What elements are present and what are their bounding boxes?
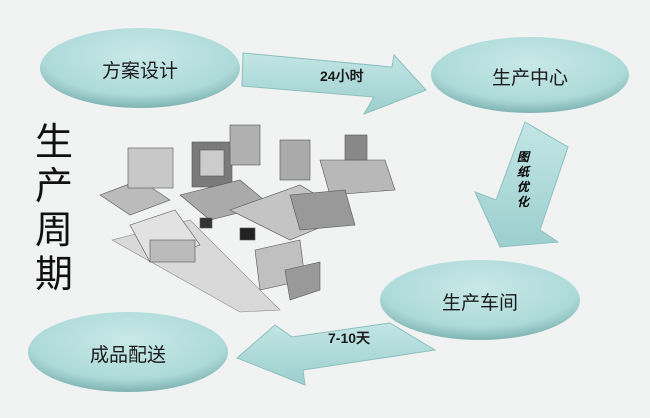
diagram-title: 生产周期 xyxy=(34,120,73,296)
arrow-workshop-to-delivery xyxy=(236,322,437,386)
node-delivery-label: 成品配送 xyxy=(89,344,166,366)
arrow-label-24h: 24小时 xyxy=(320,68,364,84)
char: 纸 xyxy=(516,165,529,179)
node-center-label: 生产中心 xyxy=(491,67,568,89)
arrow-design-to-center xyxy=(241,52,427,115)
node-delivery xyxy=(28,312,228,392)
char: 化 xyxy=(516,195,529,209)
node-center xyxy=(431,37,629,113)
factory-illustration xyxy=(99,124,396,313)
char: 图 xyxy=(516,150,529,164)
node-workshop-label: 生产车间 xyxy=(441,292,518,314)
node-design xyxy=(40,28,240,108)
arrow-center-to-workshop xyxy=(474,121,569,248)
arrow-label-drawing-optimization: 图 纸 优 化 xyxy=(516,150,530,210)
arrow-label-7-10days: 7-10天 xyxy=(328,330,371,346)
node-workshop xyxy=(380,260,580,340)
node-design-label: 方案设计 xyxy=(101,60,178,82)
char: 优 xyxy=(516,180,529,194)
